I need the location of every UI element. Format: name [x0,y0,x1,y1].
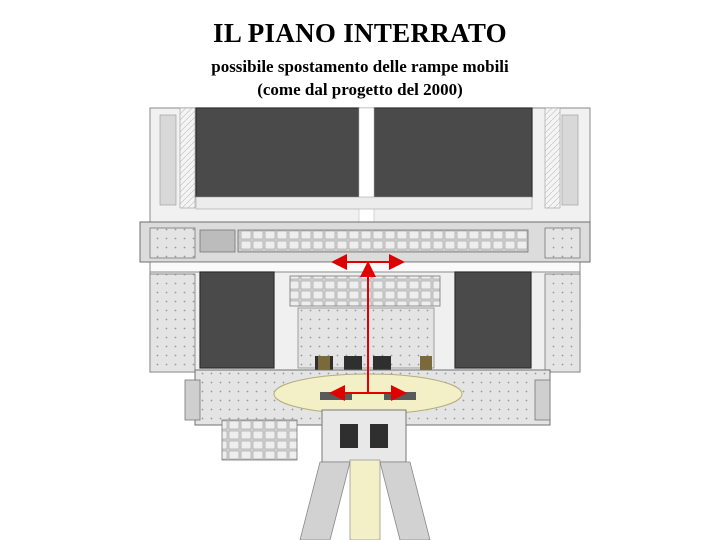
plant-icon [420,356,432,370]
middle-wing [149,271,581,373]
upper-wing [149,107,591,227]
slide-subtitle-note: (come dal progetto del 2000) [257,80,463,99]
courtyard-dark-block [373,107,533,198]
escalator-block [344,356,362,370]
slide-subtitle: possibile spostamento delle rampe mobili [211,57,509,76]
slide-title: IL PIANO INTERRATO [213,18,507,48]
courtyard-dark-block [195,107,360,198]
entrance-path [299,459,431,540]
courtyard-dark-block [454,271,532,369]
escalator-block [373,356,391,370]
movement-arrows [329,254,407,401]
room-band [139,221,591,263]
entrance-hall [321,409,407,463]
plant-icon [318,356,330,370]
courtyard-dark-block [199,271,275,369]
